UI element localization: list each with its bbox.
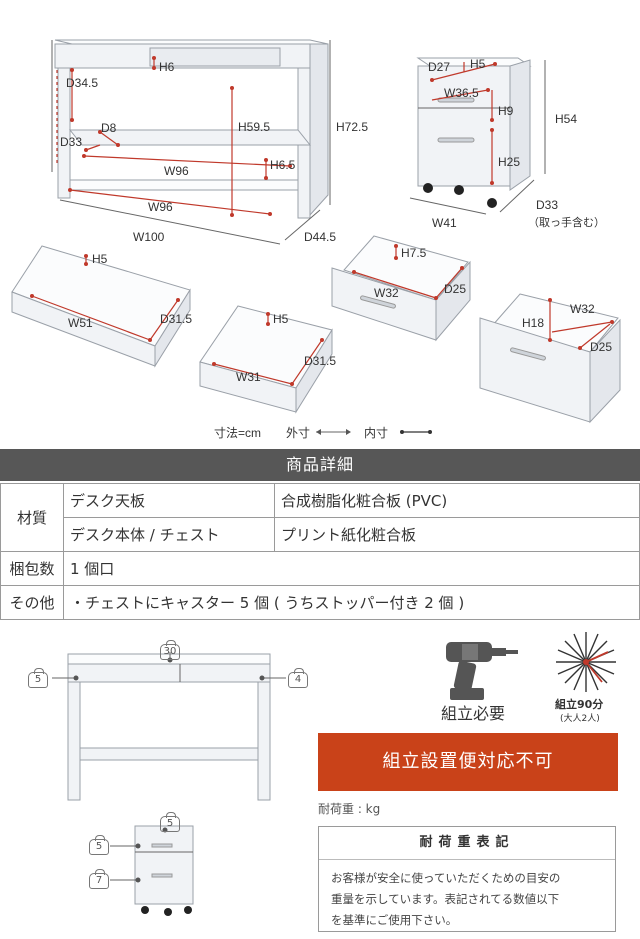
dim-desk-w96: W96 xyxy=(148,200,173,214)
material-value-1: 合成樹脂化粧合板 (PVC) xyxy=(274,483,640,518)
dim-drawer-large-h18: H18 xyxy=(522,316,545,330)
table-row: その他 ・チェストにキャスター 5 個 ( うちストッパー付き 2 個 ) xyxy=(0,585,640,620)
dim-chest-w36-5: W36.5 xyxy=(444,86,479,100)
legend-outer: 外寸 xyxy=(286,426,311,440)
spec-table: 材質 デスク天板 合成樹脂化粧合板 (PVC) デスク本体 / チェスト プリン… xyxy=(0,483,640,620)
load-unit-label: 耐荷重 : kg xyxy=(318,802,381,816)
dim-chest-h25: H25 xyxy=(498,155,521,169)
dim-desk-h6-5: H6.5 xyxy=(270,158,296,172)
load-notice-line-3: を基準にご使用下さい。 xyxy=(331,913,458,927)
drill-icon xyxy=(446,642,518,700)
assembly-time: 組立90分 xyxy=(555,698,604,711)
dim-chest-h54: H54 xyxy=(555,112,578,126)
dim-chest-d27: D27 xyxy=(428,60,451,74)
package-header: 梱包数 xyxy=(0,551,64,586)
material-part-1: デスク天板 xyxy=(63,483,275,518)
other-value: ・チェストにキャスター 5 個 ( うちストッパー付き 2 個 ) xyxy=(63,585,640,620)
dim-drawer-small-d25: D25 xyxy=(444,282,467,296)
dim-desk-d8: D8 xyxy=(101,121,117,135)
legend-inner: 内寸 xyxy=(364,426,389,440)
dim-chest-d33: D33 xyxy=(536,198,559,212)
load-badge-chest-mid: 5 xyxy=(86,835,112,856)
assembly-people: (大人2人) xyxy=(560,714,600,724)
table-row: 梱包数 1 個口 xyxy=(0,551,640,586)
load-badge-desk-right: 4 xyxy=(285,668,311,689)
table-row: デスク本体 / チェスト プリント紙化粧合板 xyxy=(1,517,640,552)
assembly-required: 組立必要 xyxy=(441,704,506,723)
dim-tray-mid-d31-5: D31.5 xyxy=(304,354,337,368)
load-notice-box: 耐荷重表記 お客様が安全に使っていただくための目安の 重量を示しています。表記さ… xyxy=(318,826,616,932)
dim-chest-d33-note: （取っ手含む） xyxy=(528,217,605,229)
dim-chest-h9: H9 xyxy=(498,104,514,118)
dim-drawer-small-w32: W32 xyxy=(374,286,399,300)
load-badge-desk-left: 5 xyxy=(25,668,51,689)
dim-tray-mid-w31: W31 xyxy=(236,370,261,384)
dim-desk-h59-5: H59.5 xyxy=(238,120,271,134)
dim-drawer-large-w32: W32 xyxy=(570,302,595,316)
clock-burst-icon xyxy=(556,632,616,692)
dim-desk-w96-inner: W96 xyxy=(164,164,189,178)
dim-chest-h5: H5 xyxy=(470,57,486,71)
dim-tray-left-w51: W51 xyxy=(68,316,93,330)
load-badge-chest-top: 5 xyxy=(157,812,183,833)
material-part-2: デスク本体 / チェスト xyxy=(63,517,275,552)
material-header: 材質 xyxy=(0,483,64,552)
dim-tray-left-h5: H5 xyxy=(92,252,108,266)
dim-desk-h6: H6 xyxy=(159,60,175,74)
load-badge-desk-top: 30 xyxy=(157,640,183,661)
table-row: 材質 デスク天板 合成樹脂化粧合板 (PVC) xyxy=(0,483,640,552)
dim-desk-d44-5: D44.5 xyxy=(304,230,337,244)
dim-desk-h72-5: H72.5 xyxy=(336,120,369,134)
load-notice-line-1: お客様が安全に使っていただくための目安の xyxy=(331,871,561,885)
dim-chest-w41: W41 xyxy=(432,216,457,230)
dim-drawer-small-h7-5: H7.5 xyxy=(401,246,427,260)
legend-unit: 寸法=cm xyxy=(214,426,262,440)
no-assembly-service-banner: 組立設置便対応不可 xyxy=(318,733,618,791)
dim-tray-mid-h5: H5 xyxy=(273,312,289,326)
dim-desk-d34-5: D34.5 xyxy=(66,76,99,90)
dim-desk-w100: W100 xyxy=(133,230,165,244)
desk-diagram xyxy=(11,39,621,435)
material-value-2: プリント紙化粧合板 xyxy=(274,517,640,552)
load-notice-line-2: 重量を示しています。表記されてる数値以下 xyxy=(331,892,560,906)
load-badge-chest-bottom: 7 xyxy=(86,869,112,890)
spec-title: 商品詳細 xyxy=(0,449,640,481)
package-value: 1 個口 xyxy=(63,551,640,586)
dim-drawer-large-d25: D25 xyxy=(590,340,613,354)
dim-tray-left-d31-5: D31.5 xyxy=(160,312,193,326)
other-header: その他 xyxy=(0,585,64,620)
dim-desk-d33: D33 xyxy=(60,135,83,149)
load-notice-title: 耐荷重表記 xyxy=(319,827,615,860)
